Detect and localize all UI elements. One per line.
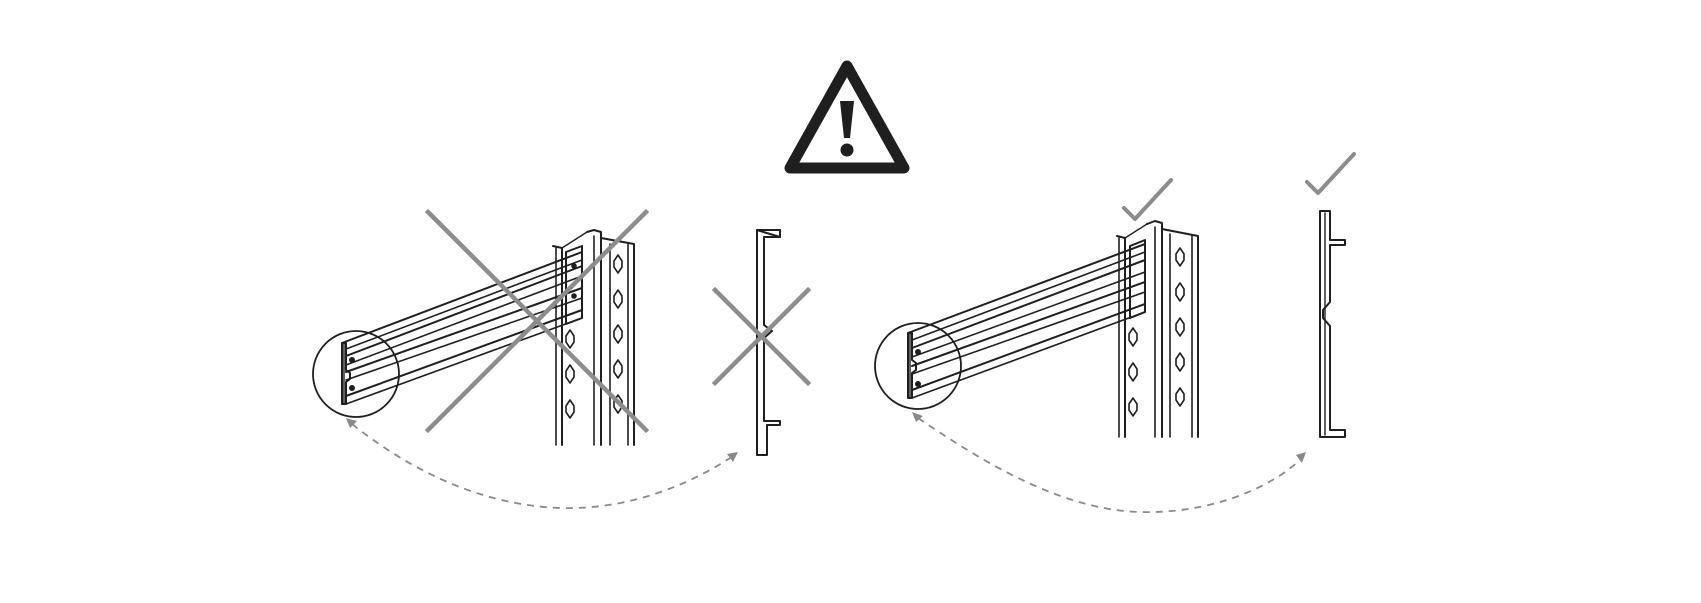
check-mark-icon [1305,152,1356,195]
post-slots-right [1128,247,1185,417]
beam-left-incorrect [341,245,583,405]
check-mark-icon [1122,178,1173,221]
beam-profile-incorrect [756,229,781,456]
beam-right-correct [907,239,1146,399]
detail-circle-right [874,322,962,410]
dashed-connector-left [346,418,738,509]
cross-mark-icon [424,208,650,434]
detail-circle-left [312,330,400,418]
warning-triangle-icon [784,60,910,174]
upright-post-right [1116,220,1199,438]
beam-profile-correct [1319,210,1346,438]
correct-assembly [874,152,1356,513]
cross-mark-icon [711,286,812,387]
incorrect-assembly [312,208,812,509]
dashed-connector-right [912,412,1306,513]
